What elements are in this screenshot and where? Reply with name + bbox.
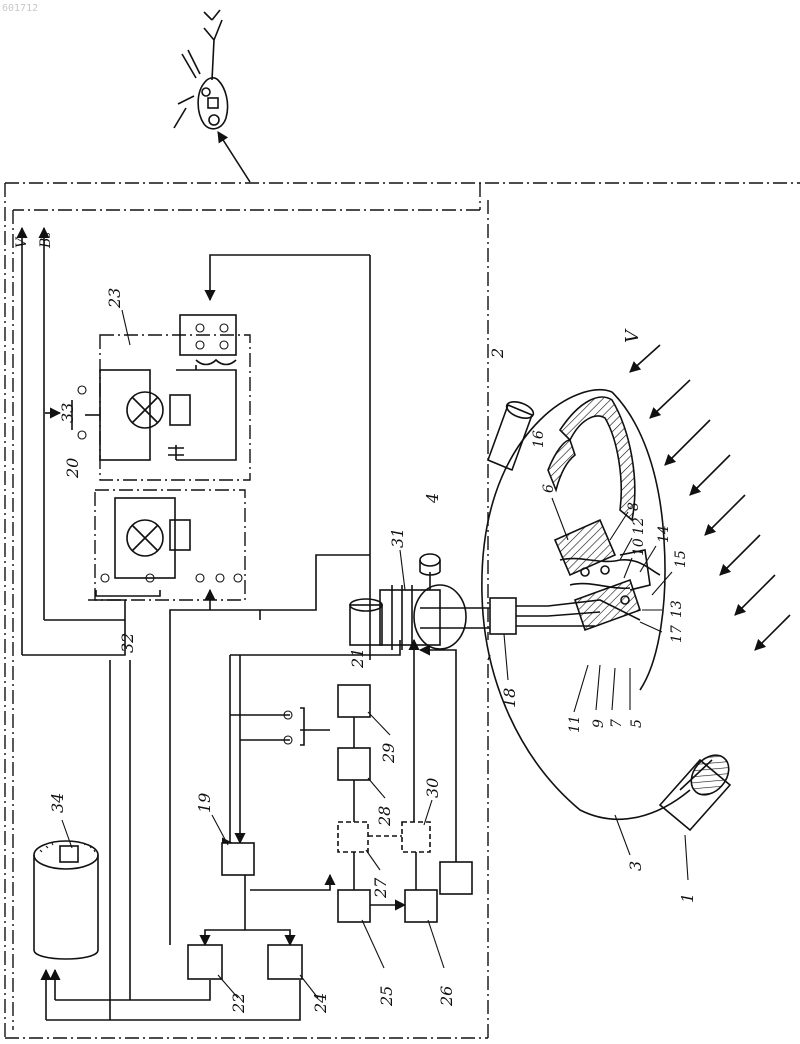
block-28 (338, 748, 370, 780)
helicopter-icon (174, 10, 228, 129)
output-b-label: B₃ (38, 232, 54, 249)
output-v-label: V₃ (14, 232, 30, 248)
label-16: 16 (531, 430, 547, 448)
block-19 (222, 843, 254, 875)
label-7: 7 (609, 719, 625, 728)
label-6: 6 (541, 484, 557, 493)
label-32: 32 (118, 633, 137, 653)
label-25: 25 (377, 986, 396, 1007)
wind-arrows (630, 345, 790, 650)
telemetry-link-arrow (218, 132, 250, 182)
block-18 (490, 598, 516, 634)
label-12: 12 (631, 517, 647, 535)
label-10: 10 (631, 538, 647, 556)
label-28: 28 (375, 806, 394, 827)
block-29 (338, 685, 370, 717)
label-24: 24 (311, 993, 330, 1014)
label-19: 19 (195, 793, 214, 813)
block-26 (405, 890, 437, 922)
label-23: 23 (105, 288, 124, 309)
label-29: 29 (379, 743, 398, 764)
label-34: 34 (48, 793, 67, 813)
label-1: 1 (678, 893, 697, 903)
watermark-text: 601712 (2, 3, 38, 14)
block-22 (188, 945, 222, 979)
label-15: 15 (673, 550, 689, 568)
block-23-frame (100, 335, 250, 480)
label-11: 11 (567, 715, 583, 733)
label-3: 3 (626, 861, 645, 871)
label-17: 17 (669, 625, 685, 643)
label-4: 4 (423, 493, 442, 504)
pipe-1 (660, 748, 736, 830)
label-27: 27 (371, 877, 390, 899)
rotary-joint-21 (350, 585, 490, 650)
label-9: 9 (591, 719, 607, 728)
label-31: 31 (388, 528, 407, 548)
label-20: 20 (63, 458, 82, 479)
label-2: 2 (488, 348, 507, 359)
block-24 (268, 945, 302, 979)
label-30: 30 (423, 778, 442, 798)
block-25 (338, 890, 370, 922)
label-18: 18 (500, 688, 519, 708)
block-27a (338, 822, 368, 852)
label-33: 33 (58, 403, 77, 423)
recorder-drum-34 (34, 841, 98, 959)
label-22: 22 (229, 993, 248, 1014)
label-13: 13 (669, 600, 685, 618)
label-26: 26 (437, 986, 456, 1007)
block-30-lower (440, 862, 472, 894)
label-8: 8 (626, 502, 642, 511)
label-5: 5 (629, 719, 645, 728)
label-14: 14 (656, 525, 672, 543)
wind-label: V (622, 328, 643, 343)
sensor-mechanism (548, 520, 660, 630)
block-30 (402, 822, 430, 852)
label-21: 21 (348, 648, 367, 669)
pipe-2 (488, 399, 536, 470)
